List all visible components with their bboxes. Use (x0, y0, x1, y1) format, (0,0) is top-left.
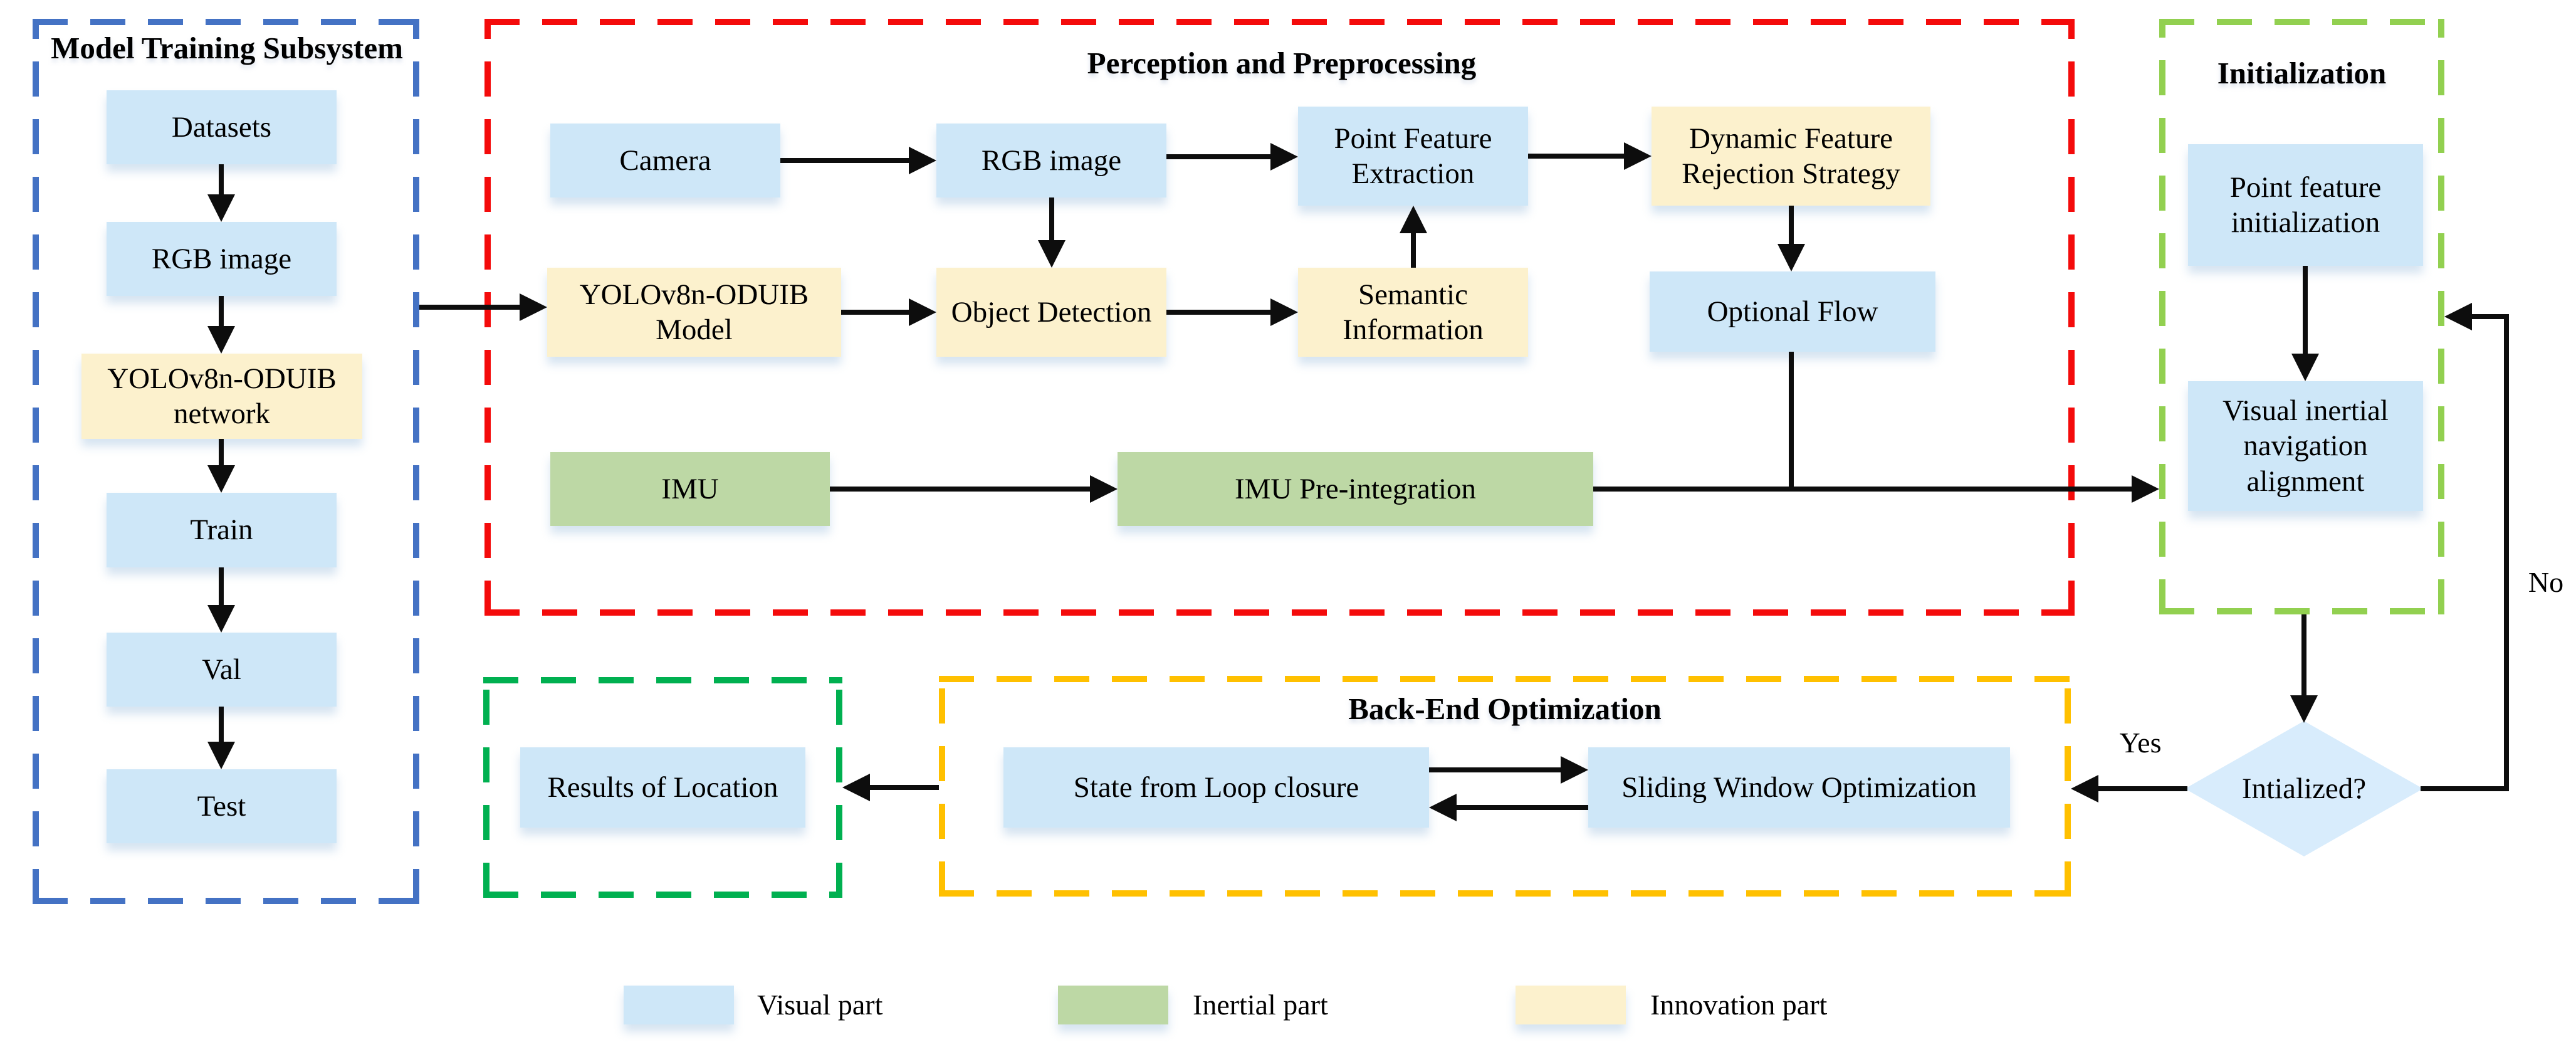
legend-label-innovation: Innovation part (1650, 989, 1828, 1021)
edge-rgb-objdet-head (1038, 240, 1065, 268)
node-object-detection: Object Detection (936, 268, 1166, 357)
node-sliding-window-opt: Sliding Window Optimization (1588, 747, 2010, 828)
edge-state-swo-head (1561, 756, 1588, 784)
node-dynamic-feature-rejection: Dynamic Feature Rejection Strategy (1652, 107, 1930, 206)
node-optional-flow: Optional Flow (1650, 271, 1935, 352)
edge-val-test-line (219, 707, 224, 744)
edge-no-top-line (2469, 314, 2509, 319)
node-rgb-image: RGB image (936, 124, 1166, 197)
edge-imu-preint-line (830, 487, 1092, 492)
node-val: Val (107, 633, 337, 707)
edge-backend-results-head (842, 774, 870, 801)
edge-pfe-dfrs-head (1624, 142, 1652, 170)
node-point-feature-init: Point feature initialization (2188, 144, 2423, 266)
edge-backend-results-line (867, 785, 939, 790)
node-results-of-location: Results of Location (520, 747, 805, 828)
node-datasets: Datasets (107, 90, 337, 164)
edge-no-return-head (2444, 303, 2472, 330)
edge-preint-init-line (1593, 487, 2134, 492)
node-visual-inertial-alignment: Visual inertial navigation alignment (2188, 381, 2423, 511)
node-imu-preintegration: IMU Pre-integration (1118, 452, 1593, 526)
edge-rgb-pfe-line (1166, 154, 1273, 159)
edge-label-yes: Yes (2119, 727, 2162, 759)
edge-rgb-objdet-line (1049, 197, 1054, 243)
panel-initialization (2159, 19, 2444, 614)
panel-title-perception: Perception and Preprocessing (1087, 46, 1477, 80)
edge-yes-line (2096, 786, 2187, 791)
edge-init-diamond-line (2301, 614, 2306, 698)
legend-label-inertial: Inertial part (1193, 989, 1328, 1021)
node-yolo-model: YOLOv8n-ODUIB Model (547, 268, 841, 357)
edge-preint-init-head (2132, 475, 2159, 503)
edge-pfi-via-head (2291, 354, 2319, 381)
edge-objdet-seminfo-line (1166, 310, 1273, 315)
edge-pfe-dfrs-line (1528, 154, 1626, 159)
edge-dfrs-optflow-head (1778, 244, 1805, 271)
edge-seminfo-pfe-line (1411, 233, 1416, 268)
edge-rgb-yolonet-line (219, 296, 224, 329)
node-state-loop-closure: State from Loop closure (1003, 747, 1429, 828)
decision-initialized: Intialized? (2185, 721, 2423, 856)
edge-training-yolomodel-line (419, 305, 522, 310)
panel-title-model-training: Model Training Subsystem (51, 31, 403, 65)
legend-swatch-innovation (1516, 986, 1626, 1024)
edge-no-bottom-line (2421, 786, 2509, 791)
edge-state-swo-line (1429, 767, 1563, 772)
edge-label-no: No (2528, 566, 2564, 598)
node-semantic-information: Semantic Information (1298, 268, 1528, 357)
node-test: Test (107, 769, 337, 843)
edge-rgb-pfe-head (1270, 143, 1298, 171)
edge-swo-state-line (1454, 805, 1588, 810)
edge-rgb-yolonet-head (207, 326, 235, 354)
legend-swatch-inertial (1058, 986, 1168, 1024)
edge-yolomodel-objdet-line (841, 310, 911, 315)
edge-seminfo-pfe-head (1400, 206, 1427, 233)
edge-imu-preint-head (1090, 475, 1118, 503)
edge-objdet-seminfo-head (1270, 298, 1298, 326)
edge-yolonet-train-head (207, 465, 235, 493)
panel-title-initialization: Initialization (2217, 56, 2387, 90)
edge-swo-state-head (1429, 794, 1457, 821)
edge-train-val-line (219, 567, 224, 608)
edge-train-val-head (207, 605, 235, 633)
panel-title-backend: Back-End Optimization (1348, 692, 1662, 726)
edge-camera-rgb-line (780, 158, 911, 163)
edge-yolomodel-objdet-head (909, 298, 936, 326)
edge-yolonet-train-line (219, 439, 224, 468)
edge-training-yolomodel-head (520, 293, 547, 321)
edge-dfrs-optflow-line (1789, 206, 1794, 246)
node-yolo-network: YOLOv8n-ODUIB network (81, 354, 362, 439)
edge-yes-head (2071, 775, 2098, 803)
edge-camera-rgb-head (909, 147, 936, 174)
legend-label-visual: Visual part (757, 989, 883, 1021)
node-train: Train (107, 493, 337, 567)
edge-datasets-rgb-head (207, 194, 235, 222)
node-imu: IMU (550, 452, 830, 526)
edge-datasets-rgb-line (219, 164, 224, 197)
legend-swatch-visual (624, 986, 734, 1024)
edge-val-test-head (207, 742, 235, 769)
node-rgb-image-train: RGB image (107, 222, 337, 296)
node-point-feature-extraction: Point Feature Extraction (1298, 107, 1528, 206)
edge-no-vertical-line (2504, 314, 2509, 791)
edge-init-diamond-head (2290, 695, 2318, 723)
node-camera: Camera (550, 124, 780, 197)
edge-pfi-via-line (2303, 266, 2308, 356)
edge-optflow-junction-line (1789, 352, 1794, 492)
